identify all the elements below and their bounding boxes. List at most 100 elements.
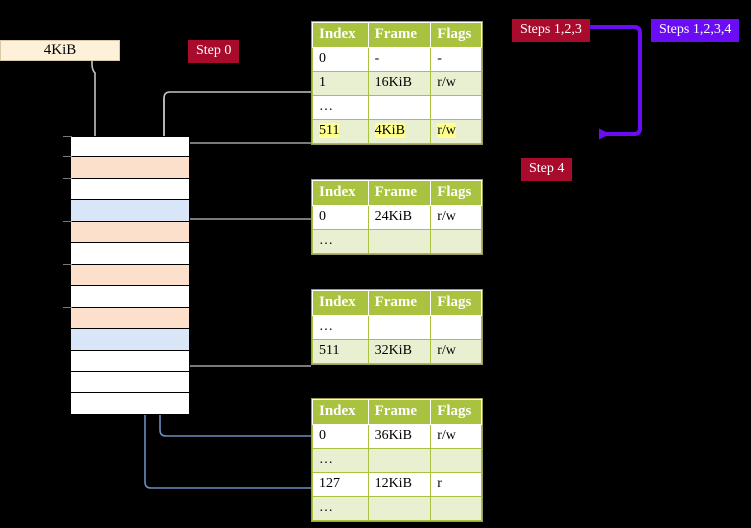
table-row: … xyxy=(312,448,482,473)
badge-step4: Step 4 xyxy=(521,158,573,181)
table-cell: … xyxy=(312,229,369,254)
table-cell: r/w xyxy=(430,119,482,144)
physical-memory-column xyxy=(63,136,190,415)
table-cell xyxy=(430,315,482,340)
table-cell: 36KiB xyxy=(367,424,432,449)
memory-frame-tick xyxy=(63,136,72,137)
table-cell: … xyxy=(312,448,369,473)
column-header-flags: Flags xyxy=(430,399,482,425)
column-header-index: Index xyxy=(312,22,369,48)
table-row: … xyxy=(312,315,482,340)
table-cell: 24KiB xyxy=(367,205,432,230)
table-cell: r/w xyxy=(430,71,482,96)
table-cell: … xyxy=(312,315,369,340)
table-cell xyxy=(367,315,432,340)
table-cell: 0 xyxy=(312,205,369,230)
memory-frame-row xyxy=(70,286,190,308)
memory-frame-row xyxy=(63,177,190,201)
memory-frame-row xyxy=(70,243,190,265)
memory-frame-tick xyxy=(63,306,72,308)
column-header-index: Index xyxy=(312,399,369,425)
table-cell: 1 xyxy=(312,71,369,96)
column-header-frame: Frame xyxy=(367,399,432,425)
table-cell: - xyxy=(430,47,482,72)
table-cell: 127 xyxy=(312,472,369,497)
table-cell xyxy=(367,95,432,120)
highlighted-value: r/w xyxy=(437,123,456,138)
frame-size-label: 4KiB xyxy=(43,42,77,58)
column-header-index: Index xyxy=(312,290,369,316)
memory-frame-row xyxy=(63,263,190,287)
column-header-frame: Frame xyxy=(367,22,432,48)
column-header-flags: Flags xyxy=(430,180,482,206)
memory-frame-row xyxy=(70,200,190,222)
memory-frame-tick xyxy=(63,263,72,265)
memory-frame-tick xyxy=(63,156,72,158)
table-cell: 511 xyxy=(312,119,369,144)
table-cell: 32KiB xyxy=(367,339,432,364)
table-cell: 0 xyxy=(312,424,369,449)
table-cell: - xyxy=(367,47,432,72)
memory-frame-row xyxy=(70,350,190,372)
table-cell xyxy=(367,448,432,473)
table-cell xyxy=(367,229,432,254)
table-cell: 511 xyxy=(312,339,369,364)
table-row: … xyxy=(312,496,482,521)
memory-frame-row xyxy=(63,136,190,158)
column-header-flags: Flags xyxy=(430,22,482,48)
table-row: 0-- xyxy=(312,47,482,72)
memory-frame-row xyxy=(70,371,190,394)
table-cell: r xyxy=(430,472,482,497)
bracket-steps-1234 xyxy=(567,25,642,140)
table-cell: … xyxy=(312,95,369,120)
table-cell: 0 xyxy=(312,47,369,72)
memory-frame-tick xyxy=(63,177,72,179)
memory-frame-row xyxy=(70,329,190,351)
table-cell: 12KiB xyxy=(367,472,432,497)
badge-steps123: Steps 1,2,3 xyxy=(512,19,590,42)
frame-size-box: 4KiB xyxy=(0,40,120,61)
badge-steps1234: Steps 1,2,3,4 xyxy=(651,19,740,42)
table-row: 511 4KiB r/w xyxy=(312,119,482,144)
memory-frame-row xyxy=(63,156,190,179)
table-row: … xyxy=(312,95,482,120)
table-cell: … xyxy=(312,496,369,521)
table-cell: r/w xyxy=(430,205,482,230)
connector-pdpt-leader xyxy=(181,218,311,250)
memory-frame-tick xyxy=(63,220,72,222)
memory-frame-row xyxy=(63,220,190,244)
highlighted-value: 511 xyxy=(319,123,340,138)
column-header-frame: Frame xyxy=(367,180,432,206)
table-row: … xyxy=(312,229,482,254)
table-cell xyxy=(367,496,432,521)
badge-step0: Step 0 xyxy=(188,40,240,63)
table-cell xyxy=(430,448,482,473)
highlighted-value: 4KiB xyxy=(374,123,405,138)
table-cell: r/w xyxy=(430,339,482,364)
column-header-frame: Frame xyxy=(367,290,432,316)
table-cell: 4KiB xyxy=(367,119,432,144)
table-cell xyxy=(430,496,482,521)
memory-frame-row xyxy=(70,393,190,415)
table-cell xyxy=(430,95,482,120)
table-cell xyxy=(430,229,482,254)
memory-frame-row xyxy=(63,306,190,330)
table-cell: r/w xyxy=(430,424,482,449)
connector-pd-leader xyxy=(182,318,311,367)
column-header-index: Index xyxy=(312,180,369,206)
table-cell: 16KiB xyxy=(367,71,432,96)
